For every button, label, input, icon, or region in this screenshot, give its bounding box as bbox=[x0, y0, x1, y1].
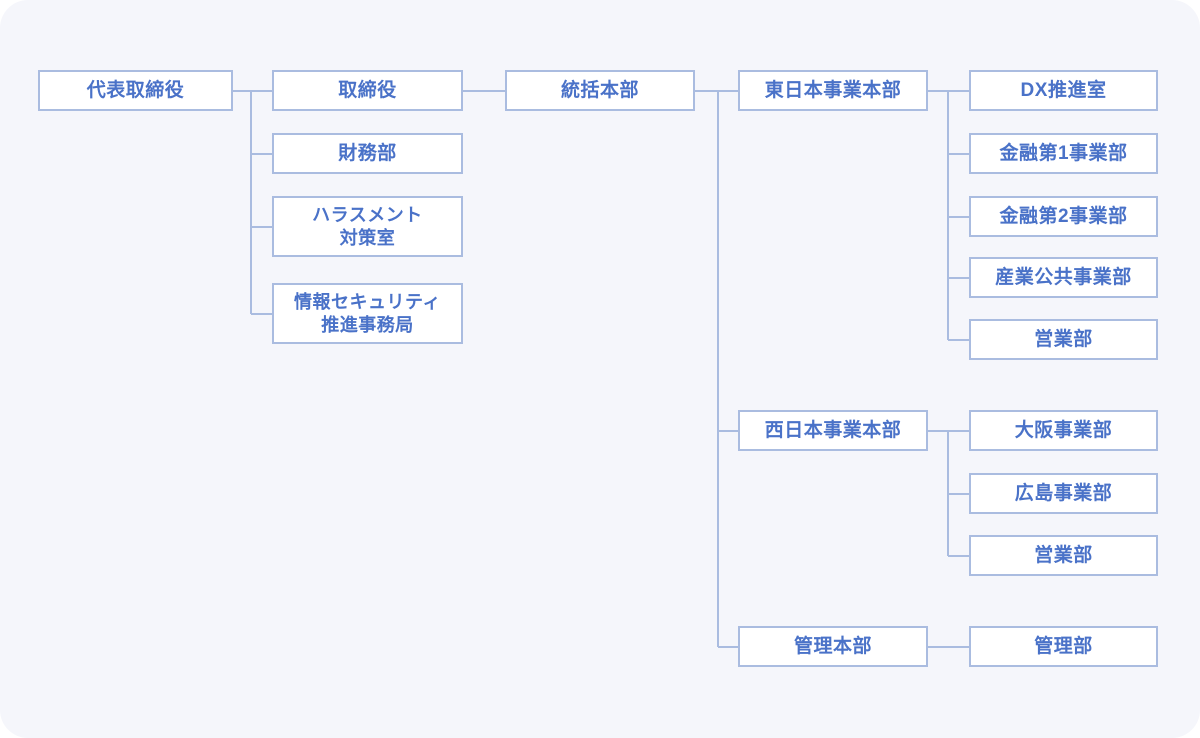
org-node-sangyo[interactable]: 産業公共事業部 bbox=[969, 257, 1158, 298]
org-node-higashi[interactable]: 東日本事業本部 bbox=[738, 70, 928, 111]
org-node-harassment[interactable]: ハラスメント 対策室 bbox=[272, 196, 463, 257]
org-node-eigyo-higashi[interactable]: 営業部 bbox=[969, 319, 1158, 360]
org-node-tokatsu[interactable]: 統括本部 bbox=[505, 70, 695, 111]
org-node-kinyu2[interactable]: 金融第2事業部 bbox=[969, 196, 1158, 237]
org-node-kanri-bu[interactable]: 管理部 bbox=[969, 626, 1158, 667]
org-node-osaka[interactable]: 大阪事業部 bbox=[969, 410, 1158, 451]
org-node-eigyo-nishi[interactable]: 営業部 bbox=[969, 535, 1158, 576]
org-node-hiroshima[interactable]: 広島事業部 bbox=[969, 473, 1158, 514]
org-node-kanri-honbu[interactable]: 管理本部 bbox=[738, 626, 928, 667]
org-node-zaimubu[interactable]: 財務部 bbox=[272, 133, 463, 174]
org-node-nishi[interactable]: 西日本事業本部 bbox=[738, 410, 928, 451]
org-node-kinyu1[interactable]: 金融第1事業部 bbox=[969, 133, 1158, 174]
org-node-ceo[interactable]: 代表取締役 bbox=[38, 70, 233, 111]
org-node-dx[interactable]: DX推進室 bbox=[969, 70, 1158, 111]
org-node-torishimariyaku[interactable]: 取締役 bbox=[272, 70, 463, 111]
org-node-infosec[interactable]: 情報セキュリティ 推進事務局 bbox=[272, 283, 463, 344]
